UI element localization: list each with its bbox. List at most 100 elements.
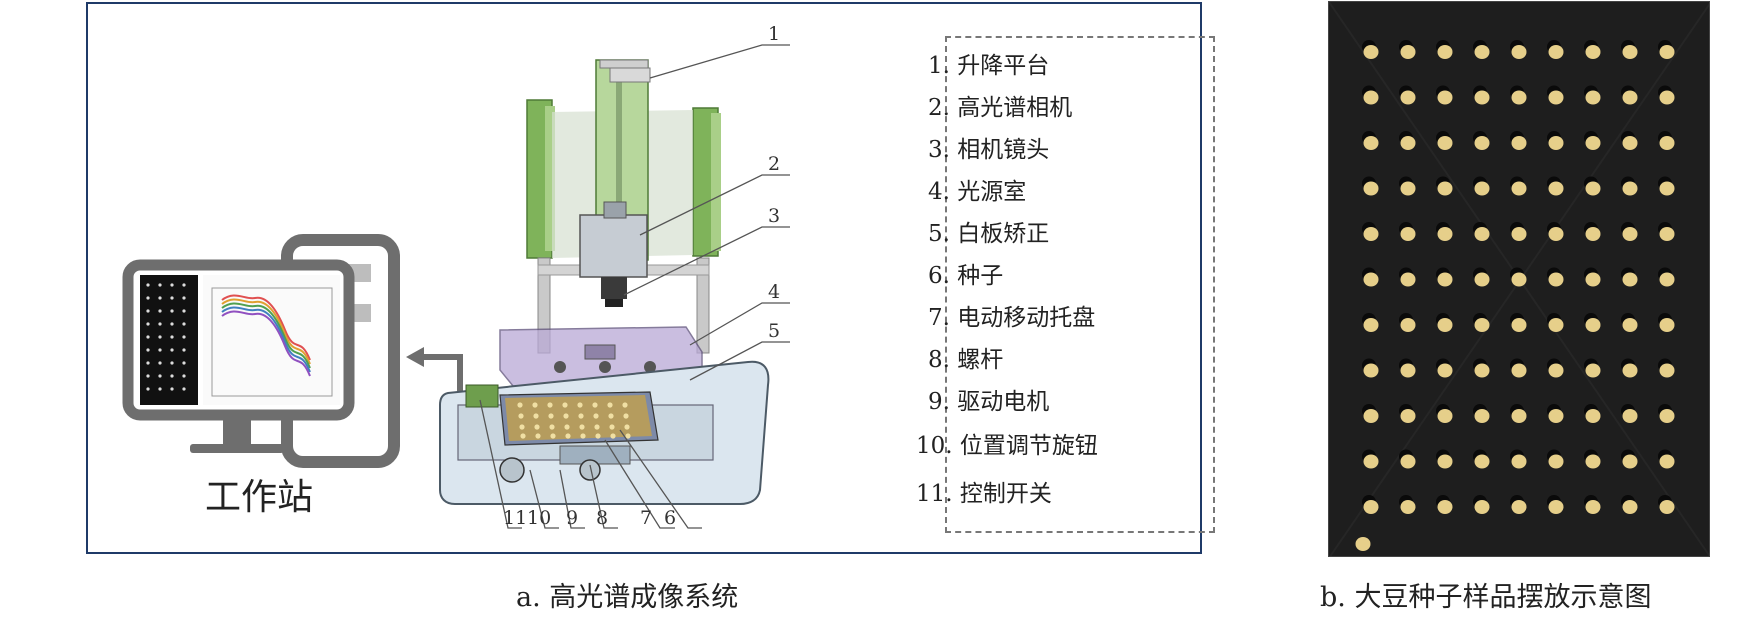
- legend-item-2: 2. 高光谱相机: [928, 95, 1073, 121]
- soybean-seed: [1437, 136, 1453, 150]
- soybean-seed: [1622, 181, 1638, 196]
- soybean-seed: [1400, 181, 1416, 196]
- soybean-seed: [1622, 500, 1638, 514]
- callout-8: 8: [596, 507, 609, 529]
- soybean-seed: [1511, 454, 1527, 469]
- soybean-seed: [1511, 409, 1527, 423]
- soybean-seed: [1511, 90, 1527, 105]
- soybean-seed: [1437, 227, 1453, 241]
- soybean-seed: [1363, 454, 1379, 469]
- soybean-seed: [1363, 500, 1379, 514]
- soybean-seed: [1400, 90, 1416, 105]
- legend-item-4: 4. 光源室: [928, 179, 1027, 205]
- legend-item-11: 11. 控制开关: [916, 481, 1052, 507]
- soybean-seed: [1363, 272, 1379, 287]
- soybean-seed: [1363, 181, 1379, 196]
- soybean-seed: [1659, 454, 1675, 469]
- soybean-seed: [1548, 318, 1564, 332]
- soybean-seed: [1585, 409, 1601, 423]
- soybean-seed: [1548, 500, 1564, 514]
- soybean-seed: [1437, 318, 1453, 332]
- soybean-seed: [1437, 500, 1453, 514]
- soybean-seed: [1585, 500, 1601, 514]
- data-flow-arrow: [406, 347, 463, 392]
- callout-5: 5: [768, 320, 781, 342]
- soybean-seed: [1585, 363, 1601, 378]
- soybean-seed: [1400, 227, 1416, 241]
- legend-item-10: 10. 位置调节旋钮: [916, 433, 1098, 459]
- base-platform: [439, 360, 770, 505]
- legend-item-9: 9. 驱动电机: [928, 389, 1050, 415]
- soybean-seed: [1585, 454, 1601, 469]
- soybean-seed-layout-photo: [1328, 1, 1710, 557]
- soybean-seed: [1511, 227, 1527, 241]
- soybean-seed: [1659, 272, 1675, 287]
- component-legend: [945, 36, 1215, 533]
- soybean-seed: [1437, 363, 1453, 378]
- soybean-seed: [1437, 90, 1453, 105]
- soybean-seed: [1474, 45, 1490, 59]
- soybean-seed: [1659, 90, 1675, 105]
- soybean-seed: [1474, 272, 1490, 287]
- soybean-seed: [1659, 409, 1675, 423]
- soybean-seed: [1659, 181, 1675, 196]
- soybean-seed: [1659, 136, 1675, 150]
- soybean-seed: [1622, 409, 1638, 423]
- soybean-seed: [1400, 409, 1416, 423]
- hyperspectral-camera: [579, 201, 648, 307]
- soybean-seed: [1400, 272, 1416, 287]
- soybean-seed: [1659, 363, 1675, 378]
- soybean-seed: [1585, 136, 1601, 150]
- soybean-seed: [1585, 272, 1601, 287]
- workstation-label: 工作站: [205, 477, 314, 518]
- soybean-seed: [1511, 500, 1527, 514]
- soybean-seed: [1474, 500, 1490, 514]
- soybean-seed: [1474, 454, 1490, 469]
- soybean-seed: [1363, 409, 1379, 423]
- soybean-seed: [1400, 500, 1416, 514]
- legend-item-6: 6. 种子: [928, 263, 1004, 289]
- soybean-seed: [1400, 363, 1416, 378]
- soybean-seed: [1622, 363, 1638, 378]
- soybean-seed: [1548, 227, 1564, 241]
- soybean-seed: [1474, 409, 1490, 423]
- legend-item-1: 1. 升降平台: [928, 53, 1050, 79]
- callout-leaders: [479, 44, 790, 529]
- soybean-seed: [1548, 90, 1564, 105]
- soybean-seed: [1585, 227, 1601, 241]
- caption-b: b. 大豆种子样品摆放示意图: [1320, 582, 1652, 613]
- soybean-seed: [1622, 45, 1638, 59]
- callout-6: 6: [664, 507, 677, 529]
- soybean-seed: [1659, 227, 1675, 241]
- legend-item-7: 7. 电动移动托盘: [928, 305, 1096, 331]
- soybean-seed: [1511, 318, 1527, 332]
- soybean-seed: [1437, 272, 1453, 287]
- soybean-seed: [1474, 363, 1490, 378]
- soybean-seed: [1400, 45, 1416, 59]
- seed-grid: [1329, 2, 1709, 556]
- soybean-seed: [1585, 181, 1601, 196]
- soybean-seed: [1400, 136, 1416, 150]
- legend-item-5: 5. 白板矫正: [928, 221, 1050, 247]
- caption-a: a. 高光谱成像系统: [516, 582, 739, 613]
- legend-item-8: 8. 螺杆: [928, 347, 1004, 373]
- soybean-seed: [1548, 454, 1564, 469]
- soybean-seed: [1474, 318, 1490, 332]
- soybean-seed: [1437, 454, 1453, 469]
- soybean-seed: [1474, 136, 1490, 150]
- soybean-seed: [1622, 454, 1638, 469]
- callout-4: 4: [768, 281, 781, 303]
- soybean-seed: [1474, 227, 1490, 241]
- soybean-seed: [1659, 45, 1675, 59]
- soybean-seed: [1363, 45, 1379, 59]
- soybean-seed: [1548, 272, 1564, 287]
- soybean-seed: [1585, 318, 1601, 332]
- soybean-seed: [1622, 318, 1638, 332]
- soybean-seed: [1363, 363, 1379, 378]
- callout-3: 3: [768, 205, 781, 227]
- soybean-seed: [1585, 45, 1601, 59]
- soybean-seed: [1548, 45, 1564, 59]
- soybean-seed: [1511, 45, 1527, 59]
- soybean-seed: [1622, 272, 1638, 287]
